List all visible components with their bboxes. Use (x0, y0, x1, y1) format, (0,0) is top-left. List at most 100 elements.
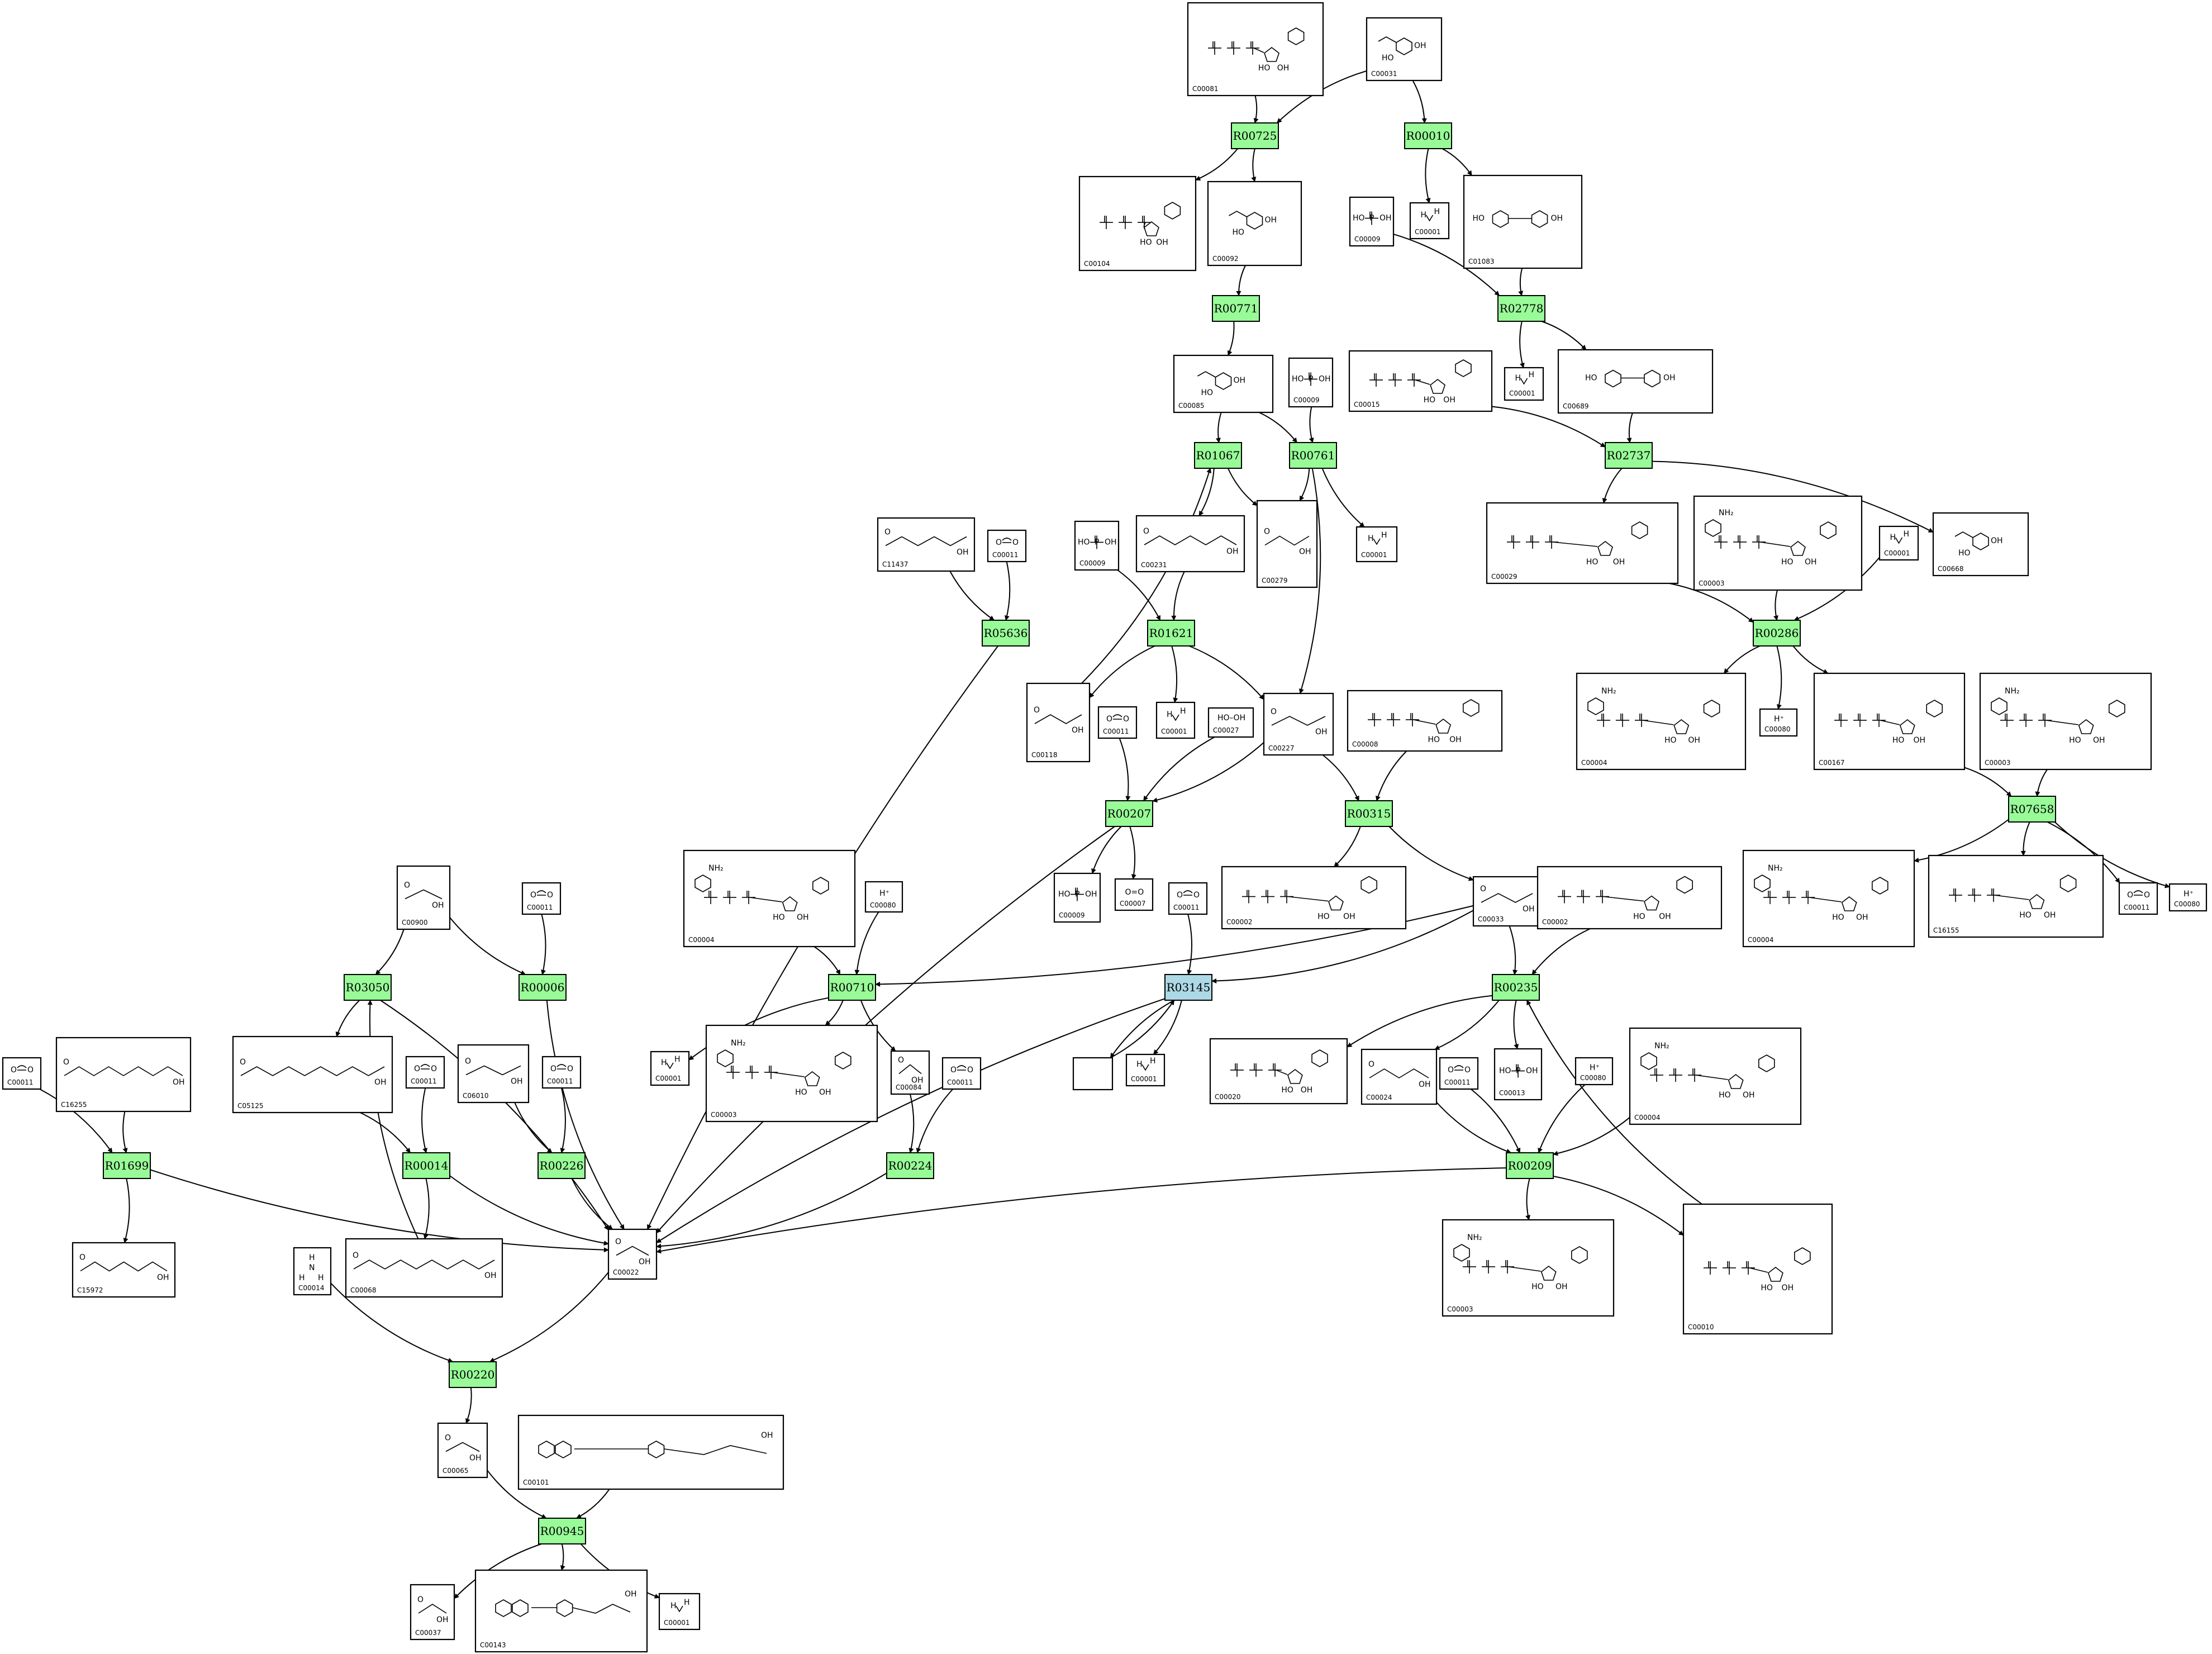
reaction-r02778[interactable]: R02778 (1497, 295, 1545, 322)
reaction-r02737[interactable]: R02737 (1605, 442, 1653, 469)
compound-c00080b[interactable]: H⁺C00080 (2168, 883, 2208, 912)
reaction-r07658[interactable]: R07658 (2008, 796, 2056, 823)
reaction-r00226[interactable]: R00226 (537, 1152, 586, 1179)
reaction-r00286[interactable]: R00286 (1753, 620, 1801, 647)
reaction-r00761[interactable]: R00761 (1289, 442, 1337, 469)
reaction-r00010[interactable]: R00010 (1404, 122, 1452, 149)
reaction-r00710[interactable]: R00710 (828, 974, 876, 1001)
reaction-r00771[interactable]: R00771 (1212, 295, 1260, 322)
reaction-r01699[interactable]: R01699 (103, 1152, 151, 1179)
reaction-r00014[interactable]: R00014 (402, 1152, 450, 1179)
reaction-r00220[interactable]: R00220 (449, 1361, 497, 1388)
compound-blank[interactable] (1072, 1057, 1114, 1091)
reaction-r01067[interactable]: R01067 (1194, 442, 1242, 469)
compound-c00080d[interactable]: H⁺C00080 (1574, 1057, 1614, 1086)
compound-c00080c[interactable]: H⁺C00080 (864, 881, 903, 913)
compound-c00080a[interactable]: H⁺C00080 (1759, 708, 1798, 737)
reaction-r00209[interactable]: R00209 (1506, 1152, 1554, 1179)
reaction-r03050[interactable]: R03050 (344, 974, 392, 1001)
reaction-r00725[interactable]: R00725 (1231, 122, 1279, 149)
reaction-r00207[interactable]: R00207 (1105, 800, 1153, 827)
reaction-r01621[interactable]: R01621 (1147, 620, 1195, 647)
reaction-r00224[interactable]: R00224 (886, 1152, 934, 1179)
reaction-r00006[interactable]: R00006 (518, 974, 567, 1001)
reaction-r00235[interactable]: R00235 (1492, 974, 1540, 1001)
reaction-r05636[interactable]: R05636 (982, 620, 1030, 647)
reaction-r03145[interactable]: R03145 (1164, 974, 1212, 1001)
reaction-r00945[interactable]: R00945 (538, 1518, 586, 1544)
reaction-r00315[interactable]: R00315 (1345, 800, 1393, 827)
